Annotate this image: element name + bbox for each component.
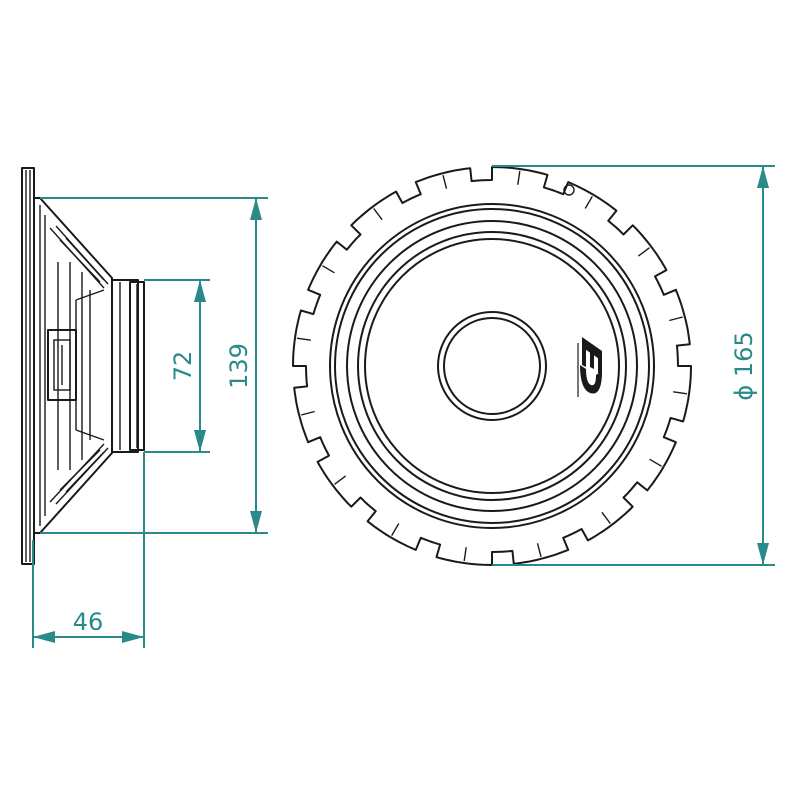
side-cone [47,289,105,441]
front-cone-inner [364,238,620,494]
rim-tick [442,175,448,189]
rim-tick [669,316,683,322]
front-rim-notches [296,170,688,562]
mounting-hole [563,184,575,196]
speaker-side-view [21,167,145,565]
side-flange [21,167,35,565]
rim-tick [301,410,315,416]
rim-tick [296,337,311,341]
brand-logo-icon [577,337,602,397]
rim-tick [322,265,335,274]
front-basket-ring [329,203,655,529]
front-surround-inner [346,220,638,512]
side-magnet [111,279,145,453]
rim-tick [637,247,650,257]
rim-tick [373,208,383,221]
dimension-label-72: 72 [169,351,197,382]
rim-tick [463,547,467,562]
rim-tick [601,511,611,524]
dimension-labels: 139 72 46 ϕ 165 [73,331,758,636]
rim-tick [334,475,347,485]
front-cone-outer [357,231,627,501]
dimension-label-46: 46 [73,608,104,636]
side-basket-ribs [49,225,109,505]
rim-tick [391,523,400,536]
front-dust-cap-outer [437,311,547,421]
front-outer-rim [292,166,692,566]
rim-tick [517,170,521,185]
front-surround-outer [334,208,650,524]
rim-tick [584,196,593,209]
dimension-label-139: 139 [225,343,253,389]
dimension-label-diameter: ϕ 165 [730,331,758,400]
speaker-front-view [292,166,692,566]
rim-tick [649,458,662,467]
rim-tick [536,543,542,557]
rim-tick [673,391,688,395]
front-dust-cap-inner [443,317,541,415]
dimension-lines [32,165,775,648]
